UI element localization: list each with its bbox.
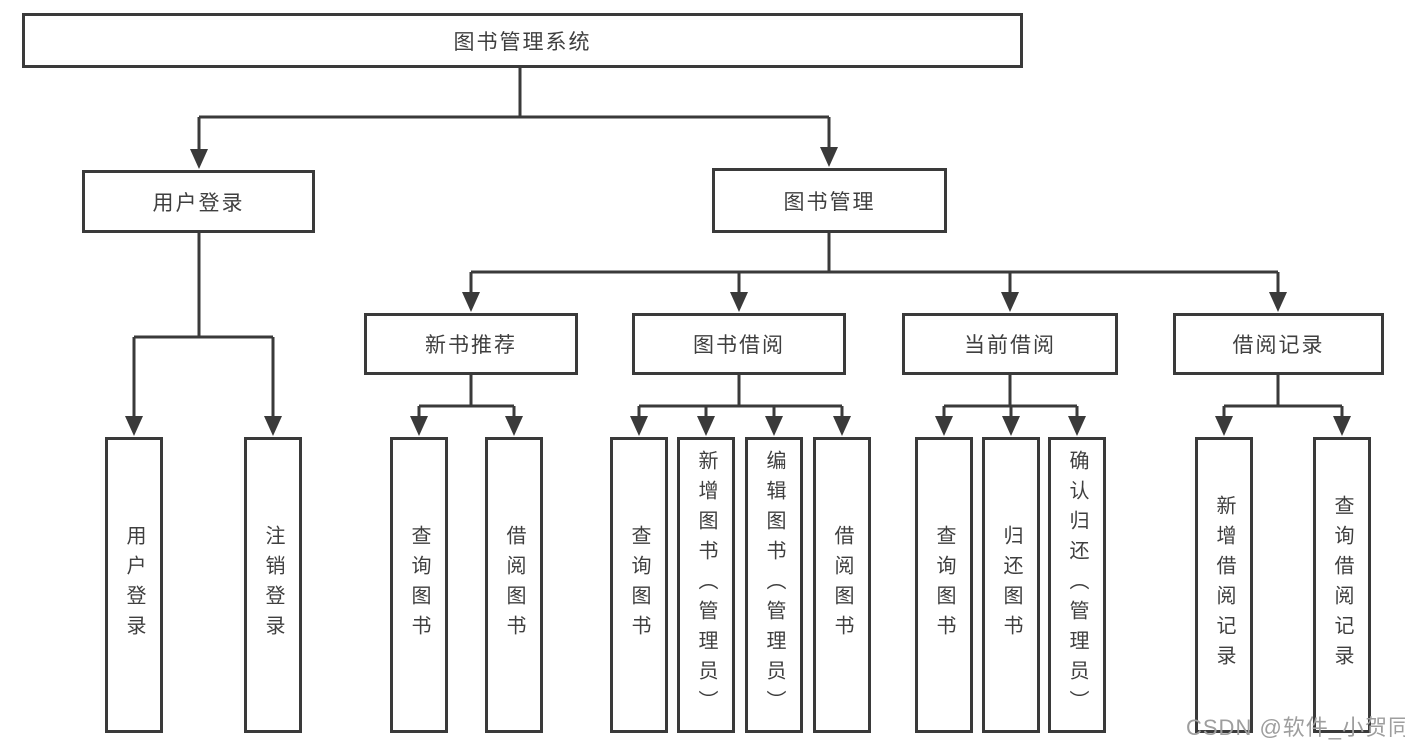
node-label: 用户登录: [152, 191, 245, 215]
arrowhead: [697, 416, 715, 436]
node-label: 编辑图书（管理员）: [763, 450, 785, 720]
connector-root-to-level2: [190, 68, 838, 169]
node-root-system: 图书管理系统: [22, 13, 1023, 68]
connector-current-borrow-branch: [935, 375, 1086, 436]
node-book-borrow: 图书借阅: [632, 313, 846, 375]
node-book-management: 图书管理: [712, 168, 947, 233]
arrowhead: [765, 416, 783, 436]
node-label: 归还图书: [1000, 525, 1022, 645]
connector-new-book-branch: [410, 375, 523, 436]
arrowhead: [125, 416, 143, 436]
node-label: 新书推荐: [425, 334, 517, 357]
node-user-login: 用户登录: [82, 170, 315, 233]
arrowhead: [1002, 416, 1020, 436]
node-label: 借阅图书: [831, 525, 853, 645]
leaf-search-borrow-record: 查询借阅记录: [1313, 437, 1371, 733]
node-label: 查询图书: [933, 525, 955, 645]
node-label: 图书管理系统: [453, 30, 592, 54]
connector-book-borrow-branch: [630, 375, 851, 436]
node-label: 注销登录: [262, 525, 284, 645]
node-label: 确认归还（管理员）: [1066, 450, 1088, 720]
arrowhead: [462, 292, 480, 312]
arrowhead: [730, 292, 748, 312]
leaf-confirm-return-admin: 确认归还（管理员）: [1048, 437, 1106, 733]
arrowhead: [1068, 416, 1086, 436]
node-label: 新增图书（管理员）: [695, 450, 717, 720]
arrowhead: [1215, 416, 1233, 436]
leaf-return-books: 归还图书: [982, 437, 1040, 733]
connector-borrow-record-branch: [1215, 375, 1351, 436]
arrowhead: [833, 416, 851, 436]
arrowhead: [935, 416, 953, 436]
node-label: 用户登录: [123, 525, 145, 645]
leaf-logout: 注销登录: [244, 437, 302, 733]
node-label: 新增借阅记录: [1213, 495, 1235, 675]
arrowhead: [264, 416, 282, 436]
node-label: 图书管理: [783, 190, 876, 214]
arrowhead: [190, 149, 208, 169]
leaf-add-borrow-record: 新增借阅记录: [1195, 437, 1253, 733]
node-label: 查询图书: [408, 525, 430, 645]
arrowhead: [1001, 292, 1019, 312]
connector-book-mgmt-branch: [462, 233, 1287, 312]
arrowhead: [505, 416, 523, 436]
leaf-search-books-current: 查询图书: [915, 437, 973, 733]
node-current-borrow: 当前借阅: [902, 313, 1118, 375]
leaf-user-login: 用户登录: [105, 437, 163, 733]
leaf-search-books-recommend: 查询图书: [390, 437, 448, 733]
node-label: 借阅图书: [503, 525, 525, 645]
arrowhead: [820, 147, 838, 167]
arrowhead: [410, 416, 428, 436]
node-label: 借阅记录: [1232, 334, 1325, 357]
csdn-watermark: CSDN @软件_小贺同学: [1186, 715, 1405, 740]
leaf-borrow-books-recommend: 借阅图书: [485, 437, 543, 733]
node-label: 当前借阅: [964, 334, 1056, 357]
leaf-search-books-borrow: 查询图书: [610, 437, 668, 733]
leaf-add-books-admin: 新增图书（管理员）: [677, 437, 735, 733]
connector-user-login-branch: [125, 233, 282, 436]
node-new-book-recommend: 新书推荐: [364, 313, 578, 375]
node-borrow-record: 借阅记录: [1173, 313, 1384, 375]
leaf-borrow-books: 借阅图书: [813, 437, 871, 733]
arrowhead: [630, 416, 648, 436]
arrowhead: [1333, 416, 1351, 436]
leaf-edit-books-admin: 编辑图书（管理员）: [745, 437, 803, 733]
node-label: 图书借阅: [693, 334, 785, 357]
node-label: 查询借阅记录: [1331, 495, 1353, 675]
arrowhead: [1269, 292, 1287, 312]
node-label: 查询图书: [628, 525, 650, 645]
